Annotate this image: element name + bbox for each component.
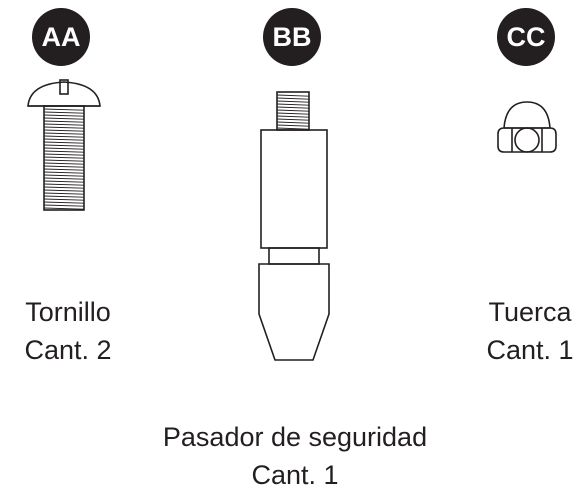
- tuerca-label: Tuerca Cant. 1: [455, 293, 579, 369]
- nut-icon: [497, 101, 557, 153]
- pasador-qty: Cant. 1: [251, 460, 339, 490]
- tornillo-label: Tornillo Cant. 2: [3, 293, 133, 369]
- tornillo-qty: Cant. 2: [24, 335, 112, 365]
- tuerca-name: Tuerca: [488, 297, 572, 327]
- tornillo-name: Tornillo: [25, 297, 111, 327]
- pasador-name: Pasador de seguridad: [162, 422, 428, 452]
- badge-cc: CC: [497, 8, 555, 66]
- pasador-label: Pasador de seguridad Cant. 1: [125, 418, 465, 494]
- screw-icon: [27, 79, 101, 211]
- safety-pin-icon: [258, 91, 330, 361]
- badge-bb: BB: [263, 8, 321, 66]
- badge-aa: AA: [32, 8, 90, 66]
- tuerca-qty: Cant. 1: [486, 335, 574, 365]
